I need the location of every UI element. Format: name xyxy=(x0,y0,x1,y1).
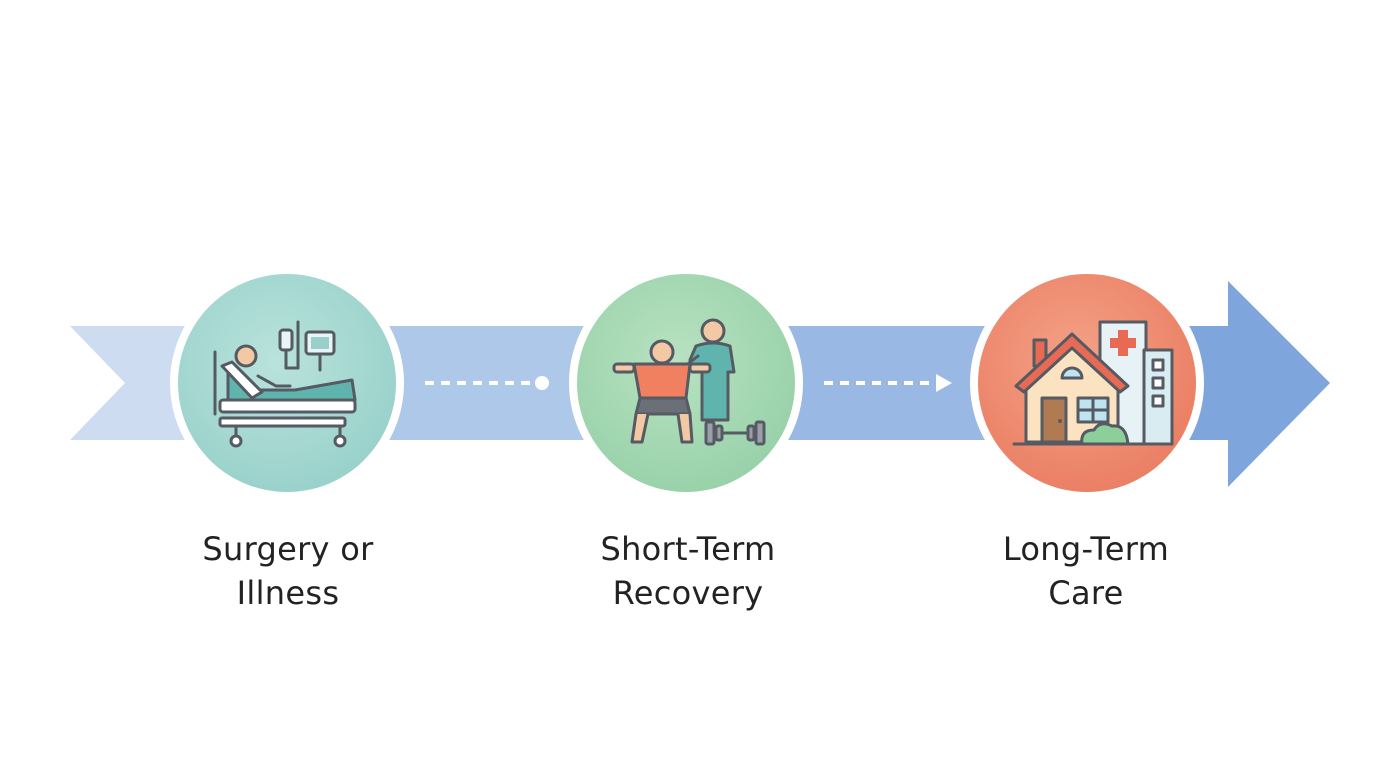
stage-label-line: Surgery or xyxy=(202,530,374,568)
home-care-icon xyxy=(1012,320,1174,446)
connector-2-arrowhead xyxy=(936,374,952,392)
stage-label-line: Care xyxy=(1048,574,1124,612)
stage-label-line: Illness xyxy=(236,574,340,612)
stage-label-long-term-care: Long-Term Care xyxy=(936,527,1236,615)
stage-3-node xyxy=(970,266,1204,500)
physical-therapy-icon xyxy=(612,318,766,446)
stage-label-line: Recovery xyxy=(612,574,764,612)
stage-2-node xyxy=(569,266,803,500)
band-tail-chevron xyxy=(70,326,200,440)
stage-label-short-term-recovery: Short-Term Recovery xyxy=(538,527,838,615)
hospital-bed-icon xyxy=(213,320,357,448)
stage-label-line: Long-Term xyxy=(1002,530,1170,568)
stage-label-line: Short-Term xyxy=(600,530,776,568)
stage-label-surgery-or-illness: Surgery or Illness xyxy=(138,527,438,615)
stage-1-node xyxy=(170,266,404,500)
connector-1 xyxy=(425,376,549,390)
band-arrow-head xyxy=(1180,281,1330,487)
connector-2 xyxy=(824,374,952,392)
connector-1-end-dot xyxy=(535,376,549,390)
